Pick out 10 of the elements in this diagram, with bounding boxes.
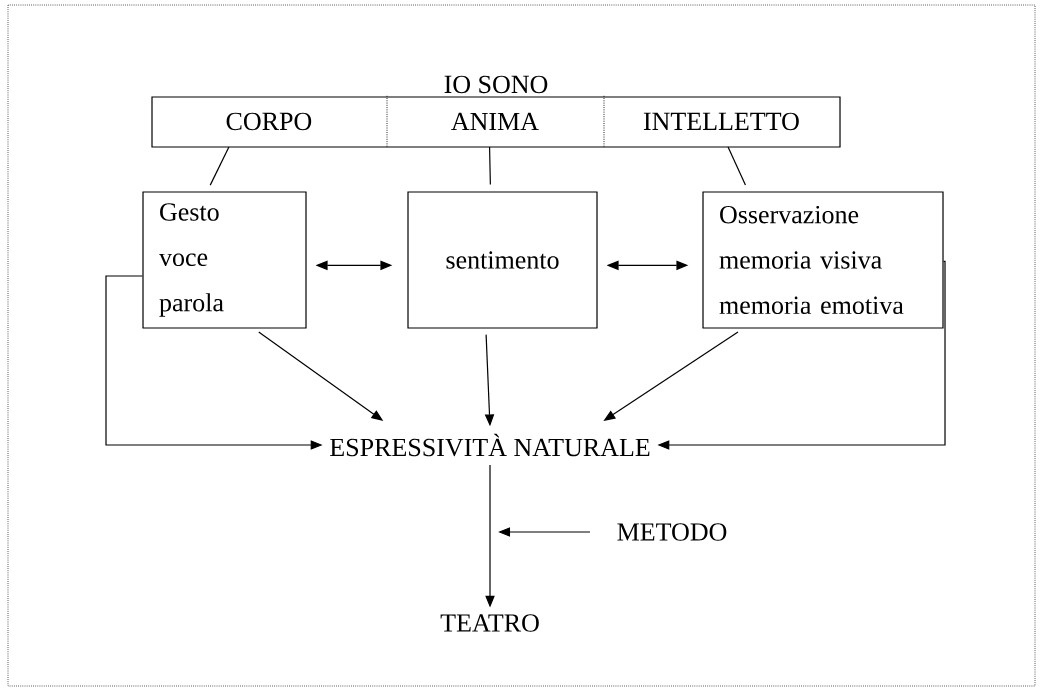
flow-label: ESPRESSIVITÀ NATURALE — [330, 433, 650, 457]
flow-label: METODO — [617, 523, 727, 541]
process-box: Gesto voce parola — [142, 191, 307, 329]
header-cell: CORPO — [226, 112, 312, 131]
process-box: sentimento — [407, 191, 598, 329]
process-box: Osservazione memoria visiva memoria emotiva — [702, 191, 944, 329]
node-label: IO SONO — [444, 75, 548, 94]
header-cell: INTELLETTO — [643, 112, 799, 131]
flow-label: TEATRO — [440, 614, 539, 632]
header-cell: ANIMA — [451, 112, 539, 130]
